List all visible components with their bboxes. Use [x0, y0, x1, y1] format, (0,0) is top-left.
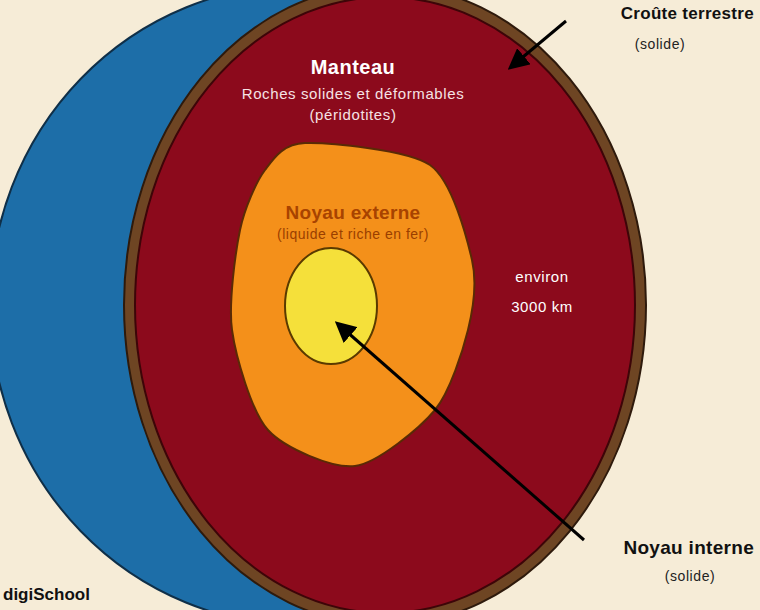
inner-core-shape: [285, 248, 377, 364]
text-group: ManteauRoches solides et déformables (pé…: [203, 55, 503, 125]
outer-core-shape: [231, 143, 474, 466]
layer-description: Roches solides et déformables (péridotit…: [203, 83, 503, 125]
dimension-label: environ 3000 km: [498, 262, 586, 322]
outer-core-layer: Noyau externe(liquide et riche en fer): [230, 141, 476, 469]
layer-description: (liquide et riche en fer): [238, 225, 468, 244]
layer-label: Croûte terrestre: [556, 4, 754, 24]
layer-title: Manteau: [203, 55, 503, 79]
layer-title: Noyau externe: [238, 201, 468, 224]
text-group: Noyau externe(liquide et riche en fer): [238, 201, 468, 244]
watermark: digiSchool: [3, 585, 143, 605]
crust-ring: [124, 0, 646, 610]
state-note: (solide): [640, 568, 740, 584]
layer-label: Noyau interne: [556, 537, 754, 559]
mantle-shape: [135, 0, 635, 610]
leader-line: [338, 324, 584, 540]
layer-outline: [230, 141, 476, 469]
state-note: (solide): [610, 36, 710, 52]
leader-line: [511, 21, 566, 67]
